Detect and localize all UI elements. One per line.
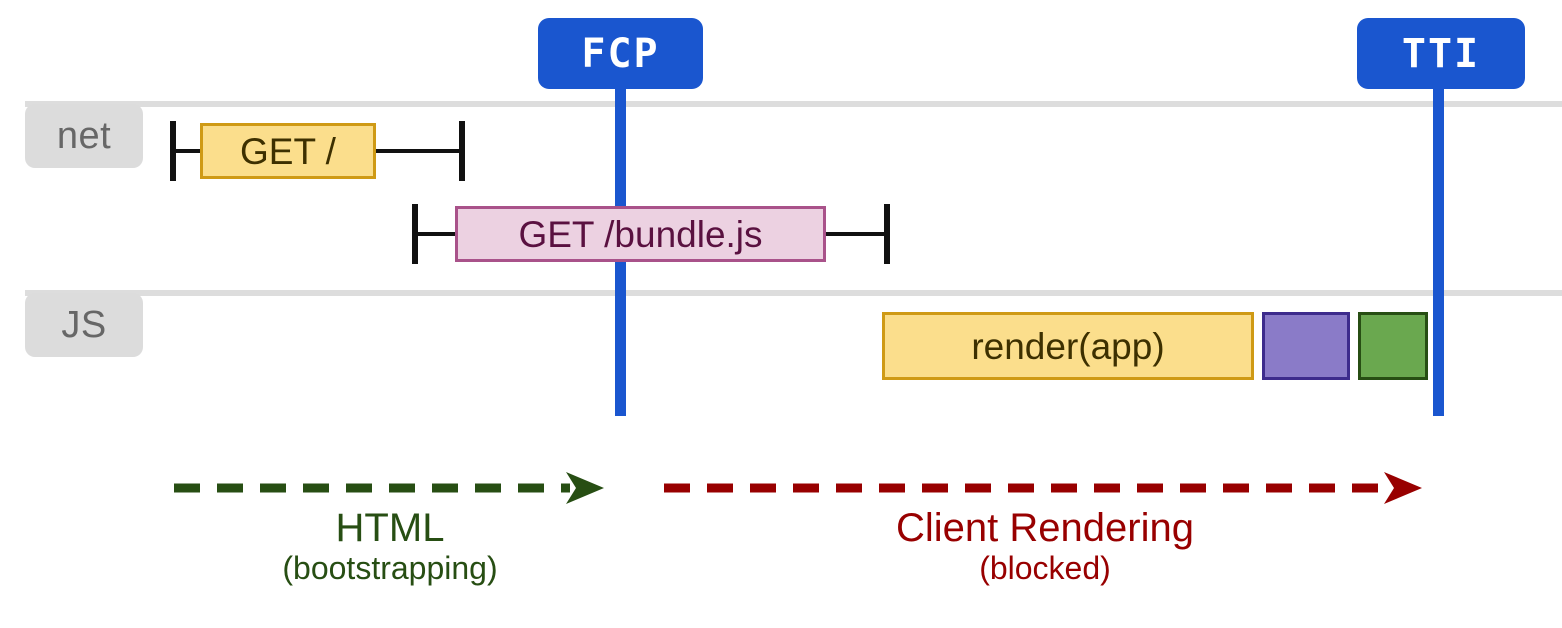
phase-html-sublabel: (bootstrapping) [282, 549, 498, 586]
phase-client-label: Client Rendering [896, 506, 1194, 550]
lane-label-js: JS [25, 293, 143, 357]
request-bar-get-bundle[interactable]: GET /bundle.js [455, 206, 826, 262]
phase-html-label: HTML [335, 506, 445, 550]
request-bar-get-root[interactable]: GET / [200, 123, 376, 179]
lane-label-net: net [25, 104, 143, 168]
fcp-badge[interactable]: FCP [538, 18, 703, 89]
tti-badge[interactable]: TTI [1357, 18, 1525, 89]
phase-caption-client: Client Rendering (blocked) [660, 506, 1430, 587]
js-task-render-app[interactable]: render(app) [882, 312, 1254, 380]
js-task-green-block[interactable] [1358, 312, 1428, 380]
phase-caption-html: HTML (bootstrapping) [170, 506, 610, 587]
phase-arrow-html-icon [174, 472, 604, 504]
request-start-cap-get-root [170, 121, 176, 181]
request-end-cap-get-bundle [884, 204, 890, 264]
phase-arrow-client-icon [664, 472, 1422, 504]
tti-marker-line [1433, 86, 1444, 416]
request-start-cap-get-bundle [412, 204, 418, 264]
request-end-cap-get-root [459, 121, 465, 181]
phase-client-sublabel: (blocked) [979, 549, 1111, 586]
lane-separator-net [25, 101, 1562, 107]
js-task-purple-block[interactable] [1262, 312, 1350, 380]
lane-separator-js [25, 290, 1562, 296]
